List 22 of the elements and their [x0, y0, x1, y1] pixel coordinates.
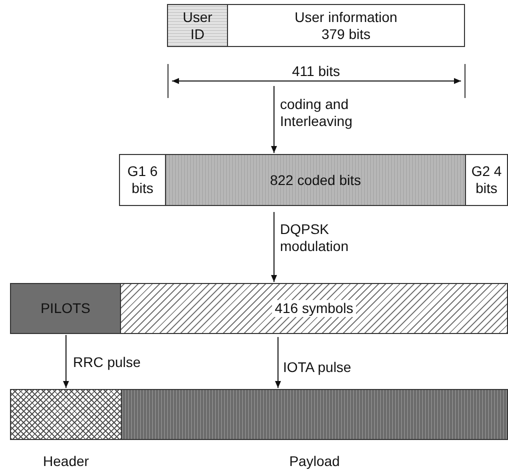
guard-field — [465, 154, 508, 206]
field-label: User ID — [182, 8, 214, 42]
field-label: 416 symbols — [272, 300, 356, 317]
guard-field — [119, 154, 166, 206]
coded-bits-field — [165, 154, 466, 206]
field-label: G1 6 bits — [126, 163, 159, 197]
field-label: PILOTS — [40, 300, 90, 317]
segment-label: Header — [42, 453, 90, 470]
field-label: 822 coded bits — [270, 172, 362, 188]
field-label: User information 379 bits — [294, 8, 398, 42]
edge-label: RRC pulse — [73, 354, 141, 371]
arrow — [271, 86, 277, 154]
field-label: G2 4 bits — [470, 163, 503, 197]
arrow — [271, 212, 277, 282]
symbol-segment — [120, 283, 508, 334]
id-field — [167, 4, 228, 47]
info-field — [227, 4, 465, 47]
pilot-segment — [10, 283, 121, 334]
arrow — [63, 334, 69, 388]
arrow — [275, 336, 281, 388]
edge-label: IOTA pulse — [283, 359, 352, 376]
segment-label: Payload — [288, 453, 341, 470]
